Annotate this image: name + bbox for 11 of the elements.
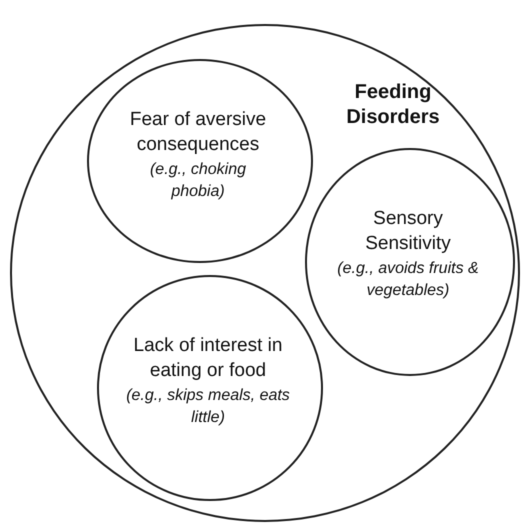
example-text: (e.g., choking phobia)	[148, 160, 248, 202]
example-text: (e.g., skips meals, eats little)	[125, 386, 291, 428]
example-text: (e.g., avoids fruits & vegetables)	[336, 259, 480, 301]
category-circle	[305, 148, 515, 376]
category-label: Fear of aversive consequences	[128, 108, 268, 157]
category-circle	[10, 24, 520, 522]
category-label: Lack of interest in eating or food	[132, 334, 284, 383]
category-circle	[87, 59, 313, 263]
category-label: Sensory Sensitivity	[364, 207, 452, 256]
diagram-heading: Feeding Disorders	[345, 80, 441, 130]
category-circle	[97, 275, 323, 501]
